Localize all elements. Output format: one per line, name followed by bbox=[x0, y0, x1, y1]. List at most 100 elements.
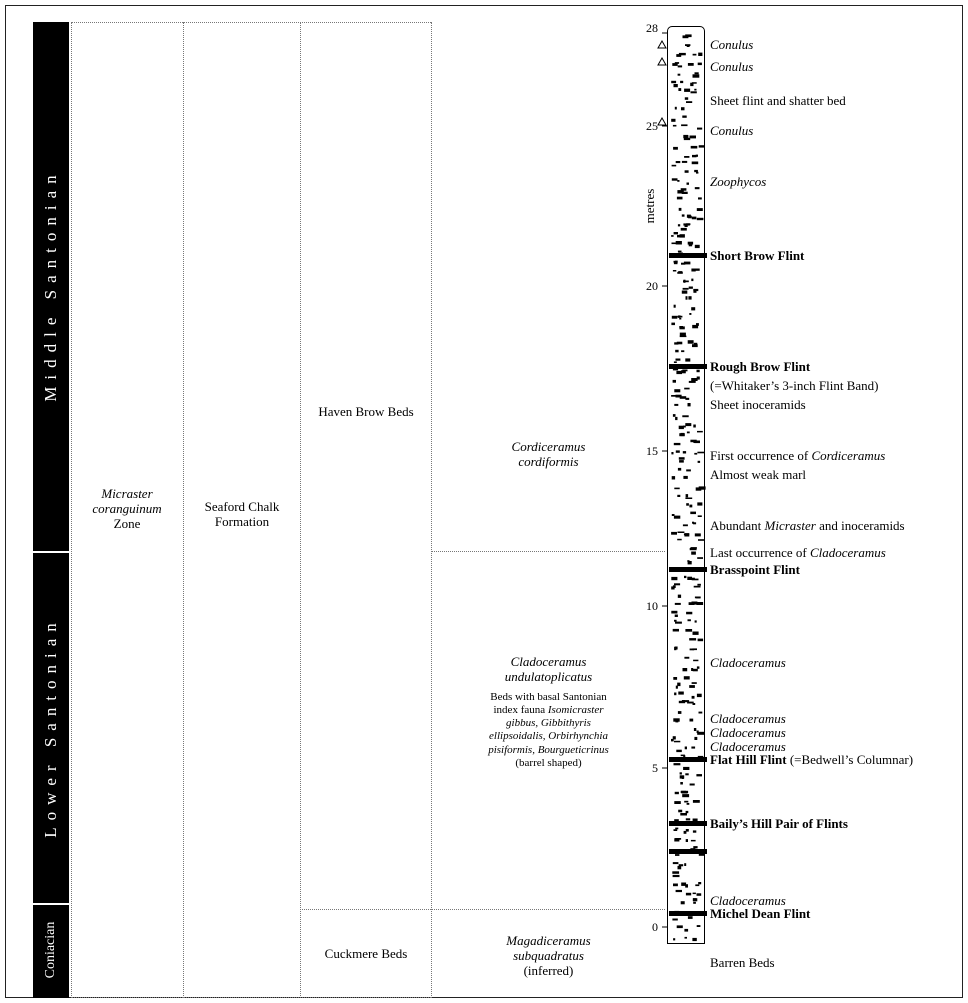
flint-mark bbox=[675, 394, 682, 398]
flint-mark bbox=[682, 451, 687, 454]
flint-mark bbox=[676, 341, 683, 345]
flint-mark bbox=[697, 451, 705, 454]
flint-mark bbox=[694, 88, 697, 91]
flint-mark bbox=[671, 738, 674, 742]
flint-mark bbox=[677, 73, 681, 76]
flint-mark bbox=[683, 755, 686, 759]
flint-mark bbox=[693, 522, 697, 525]
flint-mark bbox=[677, 531, 685, 533]
biozone-species: undulatoplicatus bbox=[504, 668, 593, 684]
flint-mark bbox=[682, 524, 688, 527]
annotation: Conulus bbox=[710, 37, 754, 52]
annotation: Conulus bbox=[710, 59, 754, 74]
flint-mark bbox=[672, 628, 679, 632]
annotation: Short Brow Flint bbox=[710, 248, 805, 263]
flint-mark bbox=[698, 711, 703, 714]
flint-mark bbox=[671, 576, 678, 581]
annotation: Flat Hill Flint (=Bedwell’s Columnar) bbox=[710, 752, 913, 768]
flint-mark bbox=[692, 648, 697, 651]
flint-mark bbox=[686, 469, 691, 472]
flint-mark bbox=[686, 45, 690, 47]
flint-mark bbox=[690, 839, 696, 842]
flint-mark bbox=[677, 494, 681, 497]
flint-mark bbox=[671, 80, 677, 84]
flint-mark bbox=[690, 82, 694, 87]
top-border bbox=[71, 22, 431, 23]
flint-mark bbox=[671, 514, 675, 516]
flint-mark bbox=[689, 648, 695, 651]
biozone-genus: Cladoceramus bbox=[510, 654, 587, 669]
flint-mark bbox=[675, 416, 678, 421]
annotation: Cladoceramus bbox=[710, 725, 786, 740]
flint-mark bbox=[674, 791, 679, 795]
biozone-note: Beds with basal Santonian index fauna Is… bbox=[432, 691, 665, 770]
flint-mark bbox=[684, 156, 690, 158]
axis-title: metres bbox=[642, 188, 657, 224]
flint-mark bbox=[671, 395, 677, 397]
flint-mark bbox=[671, 178, 678, 181]
flint-mark bbox=[671, 235, 674, 237]
flint-mark bbox=[689, 548, 697, 551]
flint-mark bbox=[677, 865, 682, 870]
flint-mark bbox=[672, 918, 678, 921]
flint-mark bbox=[673, 718, 680, 722]
flint-mark bbox=[678, 88, 682, 91]
flint-mark bbox=[673, 677, 678, 680]
annotation: Cladoceramus bbox=[710, 893, 786, 908]
flint-mark bbox=[687, 560, 690, 562]
annotation: Cladoceramus bbox=[710, 655, 786, 670]
flint-mark bbox=[692, 898, 697, 902]
flint-mark bbox=[674, 583, 681, 586]
flint-mark bbox=[673, 304, 676, 308]
flint-mark bbox=[675, 349, 679, 353]
flint-mark bbox=[686, 431, 690, 434]
flint-mark bbox=[696, 369, 700, 373]
flint-mark bbox=[691, 307, 696, 311]
flint-mark bbox=[685, 397, 690, 400]
flint-mark bbox=[675, 358, 681, 361]
flint-mark bbox=[697, 515, 702, 517]
flint-mark bbox=[677, 54, 682, 57]
stage-boundary-tick bbox=[33, 903, 69, 905]
flint-mark bbox=[681, 107, 685, 111]
flint-mark bbox=[678, 864, 684, 867]
flint-mark bbox=[697, 557, 703, 559]
flint-mark bbox=[675, 241, 682, 245]
annotation: Cladoceramus bbox=[710, 711, 786, 726]
flint-mark bbox=[691, 601, 698, 605]
flint-mark bbox=[686, 223, 691, 226]
axis-tick-label: 5 bbox=[652, 761, 658, 775]
flint-band bbox=[669, 253, 707, 258]
flint-mark bbox=[692, 830, 697, 833]
member-cuckmere: Cuckmere Beds bbox=[324, 946, 408, 961]
flint-mark bbox=[697, 430, 703, 433]
flint-mark bbox=[681, 700, 685, 702]
annotation: Sheet inoceramids bbox=[710, 397, 806, 412]
flint-band bbox=[669, 757, 707, 762]
zone-cell: Micraster coranguinum Zone bbox=[72, 486, 182, 532]
annotation-text: Abundant bbox=[710, 518, 765, 533]
flint-mark bbox=[696, 171, 699, 174]
flint-mark bbox=[687, 576, 692, 580]
flint-mark bbox=[698, 197, 702, 200]
flint-mark bbox=[675, 621, 682, 624]
flint-mark bbox=[676, 749, 682, 753]
flint-mark bbox=[697, 502, 703, 506]
flint-mark bbox=[677, 271, 683, 274]
flint-mark bbox=[691, 668, 694, 671]
flint-mark bbox=[692, 668, 698, 672]
flint-mark bbox=[676, 925, 683, 929]
flint-mark bbox=[691, 695, 695, 699]
flint-mark bbox=[696, 893, 702, 896]
flint-mark bbox=[671, 476, 676, 480]
flint-mark bbox=[678, 52, 686, 56]
flint-mark bbox=[673, 146, 678, 150]
flint-mark bbox=[672, 736, 676, 740]
flint-mark bbox=[692, 74, 700, 78]
flint-mark bbox=[681, 350, 685, 353]
flint-mark bbox=[671, 315, 678, 319]
flint-mark bbox=[685, 892, 692, 896]
flint-mark bbox=[674, 487, 680, 490]
flint-mark bbox=[674, 403, 679, 406]
annotation: Last occurrence of Cladoceramus bbox=[710, 545, 886, 561]
